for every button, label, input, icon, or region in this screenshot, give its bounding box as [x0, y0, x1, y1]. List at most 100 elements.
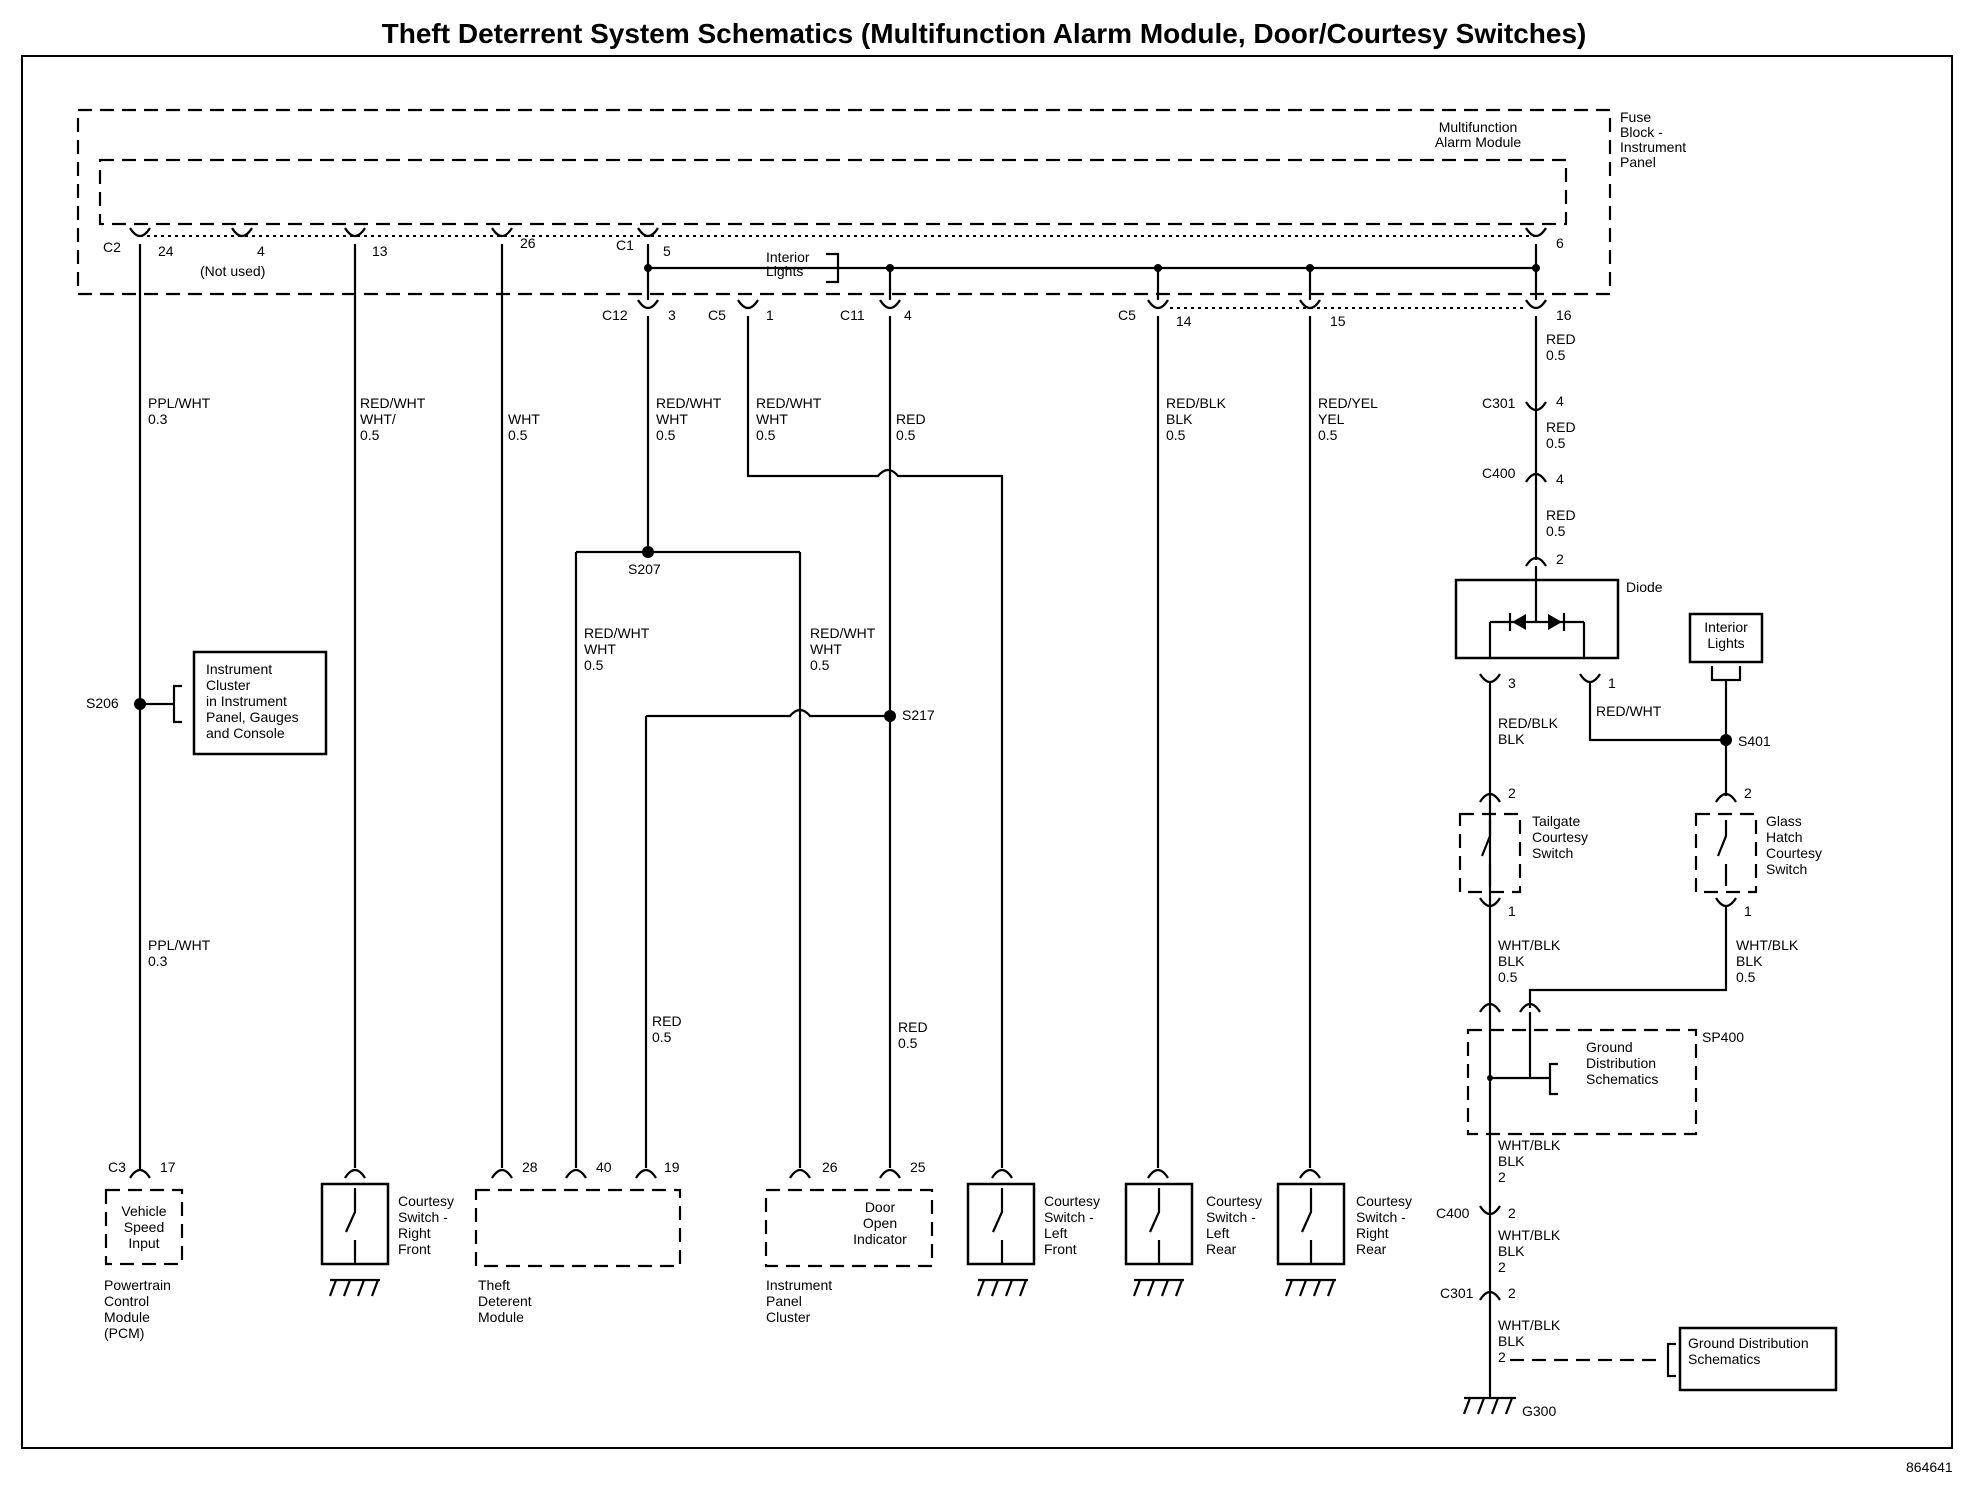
- wire-gauge: 0.5: [1318, 427, 1338, 443]
- pin-label: 3: [668, 307, 676, 323]
- alarm-module-outline: [98, 158, 1568, 226]
- wire-color: WHT/BLK: [1498, 1137, 1561, 1153]
- figure-code: 864641: [1906, 1459, 1953, 1475]
- wire-color: RED/WHT: [810, 625, 876, 641]
- pin-label: 2: [1508, 1205, 1516, 1221]
- connector-label: C5: [708, 307, 726, 323]
- ip-cluster-box: [764, 1188, 934, 1268]
- interior-lights-box: [1688, 612, 1764, 664]
- pin-label: 17: [160, 1159, 176, 1175]
- wire-color-2: BLK: [1498, 1333, 1525, 1349]
- pin-label: 2: [1556, 551, 1564, 567]
- connector-label: C12: [602, 307, 628, 323]
- wire-color: RED/BLK: [1498, 715, 1559, 731]
- wire-gauge: 0.5: [656, 427, 676, 443]
- connector-label: C400: [1482, 465, 1516, 481]
- pin-label: 19: [664, 1159, 680, 1175]
- wire-gauge: 0.5: [360, 427, 380, 443]
- wire-color: RED/WHT: [656, 395, 722, 411]
- wire-color: RED/WHT: [756, 395, 822, 411]
- page-title: Theft Deterrent System Schematics (Multi…: [381, 18, 1587, 49]
- wire-color: RED: [1546, 331, 1576, 347]
- wire-color-2: BLK: [1498, 1153, 1525, 1169]
- pin-label: 2: [1508, 1285, 1516, 1301]
- pin-label: 2: [1508, 785, 1516, 801]
- diode-label: Diode: [1626, 579, 1663, 595]
- splice-label: S207: [628, 561, 661, 577]
- connector-cups-top: [129, 227, 1547, 238]
- wire-color: RED/BLK: [1166, 395, 1227, 411]
- pin-label: 2: [1744, 785, 1752, 801]
- wire-color: PPL/WHT: [148, 395, 211, 411]
- wire-color: RED/WHT: [1596, 703, 1662, 719]
- pin-label: 15: [1330, 313, 1346, 329]
- pin-label: 16: [1556, 307, 1572, 323]
- connector-label: C5: [1118, 307, 1136, 323]
- wire-color: WHT/BLK: [1498, 1227, 1561, 1243]
- pin-label: 4: [257, 243, 265, 259]
- wire-color: RED: [652, 1013, 682, 1029]
- wire-color-2: BLK: [1736, 953, 1763, 969]
- wire-gauge: 2: [1498, 1349, 1506, 1365]
- pin-label: 26: [822, 1159, 838, 1175]
- wire-color: WHT/BLK: [1736, 937, 1799, 953]
- not-used-label: (Not used): [200, 263, 265, 279]
- wire-color-2: WHT/: [360, 411, 396, 427]
- wire-gauge: 0.5: [810, 657, 830, 673]
- wire-gauge: 0.5: [898, 1035, 918, 1051]
- wire-gauge: 0.3: [148, 953, 168, 969]
- tailgate-switch-box: [1458, 812, 1522, 894]
- wire-gauge: 0.5: [584, 657, 604, 673]
- wire-gauge: 0.5: [508, 427, 528, 443]
- pin-label: 3: [1508, 675, 1516, 691]
- pin-label: 28: [522, 1159, 538, 1175]
- pin-label: 1: [1508, 903, 1516, 919]
- connector-label: C11: [840, 307, 865, 323]
- wire-gauge: 2: [1498, 1169, 1506, 1185]
- wire-gauge: 0.5: [1498, 969, 1518, 985]
- wire-color: RED: [1546, 419, 1576, 435]
- splice-label: SP400: [1702, 1029, 1744, 1045]
- wire-gauge: 2: [1498, 1259, 1506, 1275]
- wire-color: RED/YEL: [1318, 395, 1378, 411]
- wire-color: WHT/BLK: [1498, 937, 1561, 953]
- sp400-box: [1466, 1028, 1698, 1136]
- fuse-block-outline: [76, 108, 1612, 296]
- pin-label: 24: [158, 243, 174, 259]
- wire-color-2: BLK: [1498, 953, 1525, 969]
- wire-color-2: WHT: [584, 641, 616, 657]
- pin-label: 4: [904, 307, 912, 323]
- connector-cups-row2: [637, 299, 1547, 310]
- ground-label: G300: [1522, 1403, 1556, 1419]
- theft-module-box: [474, 1188, 682, 1268]
- ground-dist-2-box: [1678, 1326, 1838, 1392]
- pin-label: 25: [910, 1159, 926, 1175]
- wire-color: RED: [896, 411, 926, 427]
- wire-color: RED: [1546, 507, 1576, 523]
- pin-label: 14: [1176, 313, 1192, 329]
- instrument-cluster-ref-box: [192, 650, 328, 756]
- wire-gauge: 0.5: [1546, 347, 1566, 363]
- wire-gauge: 0.5: [1166, 427, 1186, 443]
- wire-gauge: 0.5: [652, 1029, 672, 1045]
- wire-gauge: 0.5: [756, 427, 776, 443]
- wire-color-2: WHT: [756, 411, 788, 427]
- splice-label: S217: [902, 707, 935, 723]
- wire-color: PPL/WHT: [148, 937, 211, 953]
- pin-label: 13: [372, 243, 388, 259]
- wire-color: RED/WHT: [360, 395, 426, 411]
- wire-color: WHT: [508, 411, 540, 427]
- pin-label: 40: [596, 1159, 612, 1175]
